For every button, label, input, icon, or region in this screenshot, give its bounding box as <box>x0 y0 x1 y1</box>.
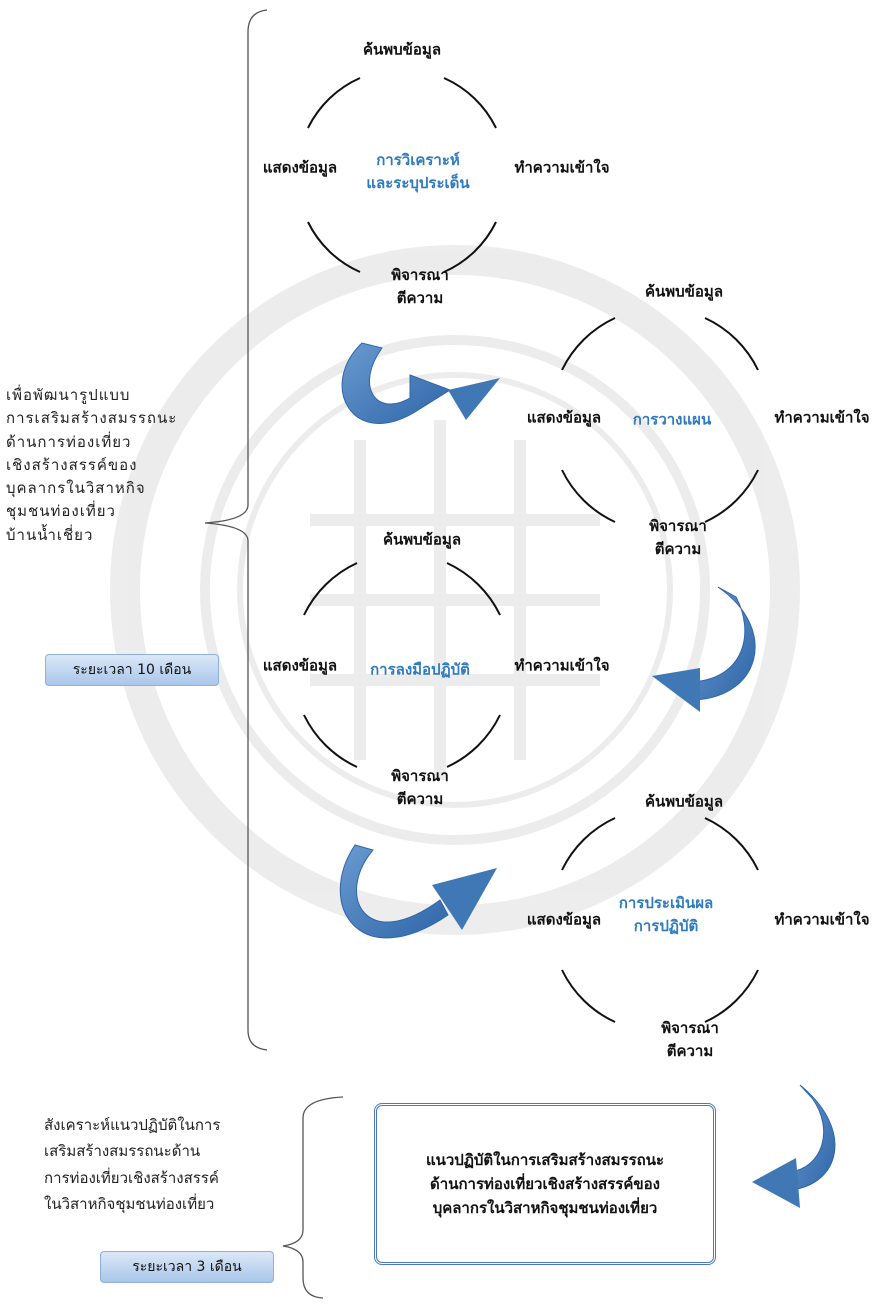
cycle-1-center: การวิเคราะห์และระบุประเด็น <box>366 150 470 192</box>
watermark-seal <box>110 245 800 935</box>
cycle-1-node-right: ทำความเข้าใจ <box>514 158 610 177</box>
cycle-2-node-right: ทำความเข้าใจ <box>774 408 870 427</box>
cycle-2-node-left: แสดงข้อมูล <box>526 408 602 427</box>
phase2-goal-text: สังเคราะห์แนวปฏิบัติในการ เสริมสร้างสมรร… <box>44 1116 221 1213</box>
cycle-4-node-left: แสดงข้อมูล <box>526 910 602 929</box>
cycle-3-center: การลงมือปฏิบัติ <box>370 660 470 679</box>
cycle-2-node-top: ค้นพบข้อมูล <box>644 282 724 301</box>
arrow-cycle1-to-cycle2 <box>341 342 500 424</box>
cycle-4-node-top: ค้นพบข้อมูล <box>644 792 724 811</box>
cycle-1-node-bottom: พิจารณาตีความ <box>391 265 449 307</box>
cycle-3-node-left: แสดงข้อมูล <box>262 656 338 675</box>
cycle-2-arcs <box>561 317 759 523</box>
arrow-cycle3-to-cycle4 <box>339 844 497 939</box>
phase1-goal-text: เพื่อพัฒนารูปแบบ การเสริมสร้างสมรรถนะ ด้… <box>6 386 178 544</box>
cycle-4-node-right: ทำความเข้าใจ <box>774 910 870 929</box>
result-line: แนวปฏิบัติในการเสริมสร้างสมรรถนะ <box>425 1151 665 1169</box>
result-line: บุคลากรในวิสาหกิจชุมชนท่องเที่ยว <box>432 1199 658 1217</box>
cycle-4-arcs <box>561 817 759 1023</box>
phase1-duration-badge: ระยะเวลา 10 เดือน <box>45 654 219 686</box>
cycle-2-node-bottom: พิจารณาตีความ <box>649 516 707 558</box>
cycle-3-node-bottom: พิจารณาตีความ <box>391 766 449 808</box>
cycle-3-node-top: ค้นพบข้อมูล <box>382 530 462 549</box>
cycle-3-arcs <box>303 562 501 768</box>
cycle-4-center: การประเมินผลการปฏิบัติ <box>618 893 714 935</box>
cycle-2-center: การวางแผน <box>632 410 712 429</box>
bracket-phase1 <box>204 9 268 1051</box>
cycle-4-node-bottom: พิจารณาตีความ <box>661 1018 719 1060</box>
cycle-3-node-right: ทำความเข้าใจ <box>514 656 610 675</box>
cycle-1-arcs <box>307 77 497 273</box>
cycle-1-node-top: ค้นพบข้อมูล <box>362 40 442 59</box>
arrow-cycle4-to-result <box>752 1084 836 1208</box>
cycle-1-node-left: แสดงข้อมูล <box>262 158 338 177</box>
bracket-phase2 <box>282 1096 344 1299</box>
arrow-cycle2-to-cycle3 <box>652 586 756 712</box>
phase2-duration-badge: ระยะเวลา 3 เดือน <box>100 1251 274 1283</box>
result-line: ด้านการท่องเที่ยวเชิงสร้างสรรค์ของ <box>430 1175 660 1193</box>
result-box: แนวปฏิบัติในการเสริมสร้างสมรรถนะ ด้านการ… <box>374 1103 716 1265</box>
